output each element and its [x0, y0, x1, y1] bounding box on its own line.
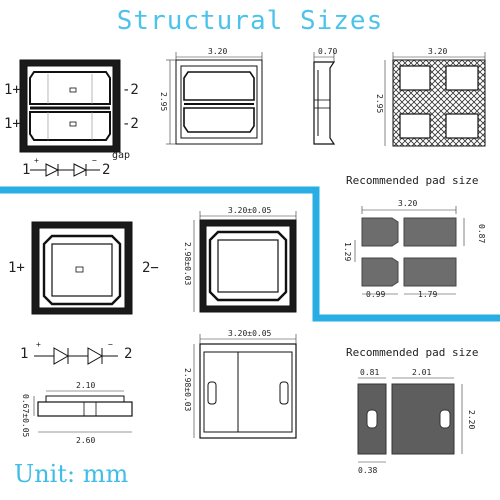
page-title: Structural Sizes — [116, 6, 384, 36]
pad-b-w-right: 2.01 — [412, 368, 432, 377]
pad-b-gap: 0.38 — [358, 466, 378, 475]
pad-dim-h-right: 0.87 — [477, 224, 486, 244]
side-top-dim: 2.10 — [76, 381, 96, 390]
pad-dim-width: 3.20 — [398, 199, 418, 208]
chip-side-profile — [37, 395, 133, 417]
dim-pad-height: 2.95 — [375, 94, 384, 114]
dim-side: 0.70 — [318, 47, 338, 56]
circuit-diagram-top — [30, 163, 100, 177]
circuit-n2: 2 — [102, 162, 111, 178]
pad-b-height: 2.20 — [467, 410, 476, 430]
dim-height-tol: 2.98±0.03 — [183, 242, 192, 286]
pin-label-m1: -2 — [122, 82, 139, 98]
circuit-b-plus: + — [36, 340, 41, 349]
circuit-minus: − — [92, 156, 97, 165]
gap-label: gap — [112, 150, 131, 161]
chip-side-view — [313, 61, 336, 145]
circuit-b-n2: 2 — [124, 346, 133, 362]
recommended-pad-right — [361, 217, 457, 287]
dim-width-tol: 3.20±0.05 — [228, 206, 272, 215]
dim-width-tol-2: 3.20±0.05 — [228, 329, 272, 338]
pad-dim-w-left: 0.99 — [366, 290, 386, 299]
pin-label-p2: 1+ — [4, 116, 21, 132]
circuit-plus: + — [34, 156, 39, 165]
circuit-b-n1: 1 — [20, 346, 29, 362]
pin-label-minus: 2− — [142, 260, 159, 276]
pad-layout-top — [392, 59, 486, 147]
unit-label: Unit: mm — [14, 460, 129, 488]
dim-pad-width: 3.20 — [428, 47, 448, 56]
single-chip-front — [31, 221, 133, 315]
dim-height-tol-2: 2.98±0.03 — [183, 368, 192, 412]
pad-heading-right: Recommended pad size — [346, 174, 479, 187]
chip-top-view — [175, 59, 263, 145]
dimension-lines-top — [166, 52, 263, 145]
pin-label-p1: 1+ — [4, 82, 21, 98]
pad-dim-h-left: 1.29 — [343, 242, 352, 262]
pad-heading-bottom: Recommended pad size — [346, 346, 479, 359]
dual-chip-front — [19, 59, 121, 153]
pad-dim-w-right: 1.79 — [418, 290, 438, 299]
recommended-pad-bottom — [357, 383, 455, 455]
side-height-dim: 0.67±0.05 — [21, 394, 30, 438]
circuit-n1: 1 — [22, 162, 31, 178]
pin-label-plus: 1+ — [8, 260, 25, 276]
circuit-diagram-bottom — [34, 347, 118, 365]
section-divider — [0, 186, 500, 322]
dim-width: 3.20 — [208, 47, 228, 56]
side-bottom-dim: 2.60 — [76, 436, 96, 445]
chip-top-view-bottom — [199, 219, 297, 313]
circuit-b-minus: − — [108, 340, 113, 349]
dim-height: 2.95 — [159, 92, 168, 112]
chip-bottom-view — [199, 343, 297, 439]
pad-b-w-left: 0.81 — [360, 368, 380, 377]
pin-label-m2: -2 — [122, 116, 139, 132]
